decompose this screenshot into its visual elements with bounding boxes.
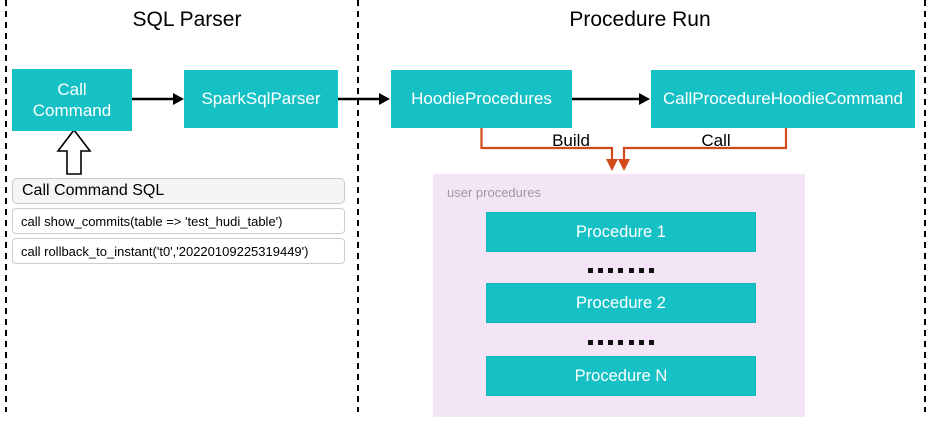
section-title-procedure-run: Procedure Run <box>569 8 711 31</box>
node-procedure-n: Procedure N <box>486 356 756 396</box>
sql-panel-row: call show_commits(table => 'test_hudi_ta… <box>12 208 345 234</box>
user-procedures-label: user procedures <box>447 185 541 200</box>
ellipsis-dots <box>588 340 654 345</box>
call-connector <box>618 128 788 171</box>
build-connector <box>480 128 618 171</box>
node-procedure-2: Procedure 2 <box>486 283 756 323</box>
node-procedure-1: Procedure 1 <box>486 212 756 252</box>
node-hoodie-procedures: HoodieProcedures <box>391 70 572 128</box>
build-edge-label: Build <box>552 131 590 150</box>
section-title-sql-parser: SQL Parser <box>132 8 242 31</box>
arrow-call-command-to-spark-sql-parser <box>132 93 184 105</box>
arrow-hoodie-procedures-to-call-procedure-command <box>572 93 650 105</box>
sql-panel-header: Call Command SQL <box>12 178 345 204</box>
up-arrow-icon <box>56 128 92 175</box>
node-spark-sql-parser: SparkSqlParser <box>184 70 338 128</box>
call-edge-label: Call <box>701 131 731 150</box>
node-call-command: Call Command <box>12 69 132 131</box>
user-procedures-container: user procedures Procedure 1 Procedure 2 … <box>433 174 805 417</box>
arrow-spark-sql-parser-to-hoodie-procedures <box>338 93 390 105</box>
node-call-procedure-hoodie-command: CallProcedureHoodieCommand <box>651 70 915 128</box>
sql-panel-row: call rollback_to_instant('t0','202201092… <box>12 238 345 264</box>
ellipsis-dots <box>588 268 654 273</box>
